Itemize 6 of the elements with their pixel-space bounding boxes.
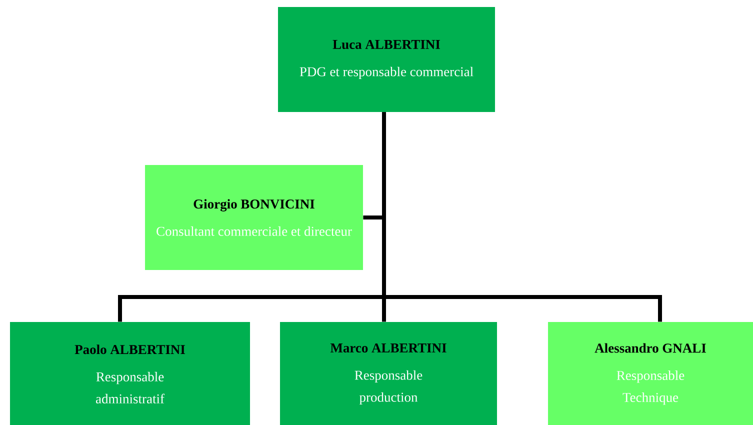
person-box: Giorgio BONVICINI Consultant commerciale et directeur xyxy=(145,165,363,270)
person-box: Paolo ALBERTINI Responsable administratif xyxy=(10,322,250,425)
person-box: Luca ALBERTINI PDG et responsable commercial xyxy=(278,7,495,112)
person-box: Marco ALBERTINI Responsable production xyxy=(280,322,497,425)
connector-line xyxy=(382,112,662,322)
person-box: Alessandro GNALI Responsable Technique xyxy=(548,322,753,425)
